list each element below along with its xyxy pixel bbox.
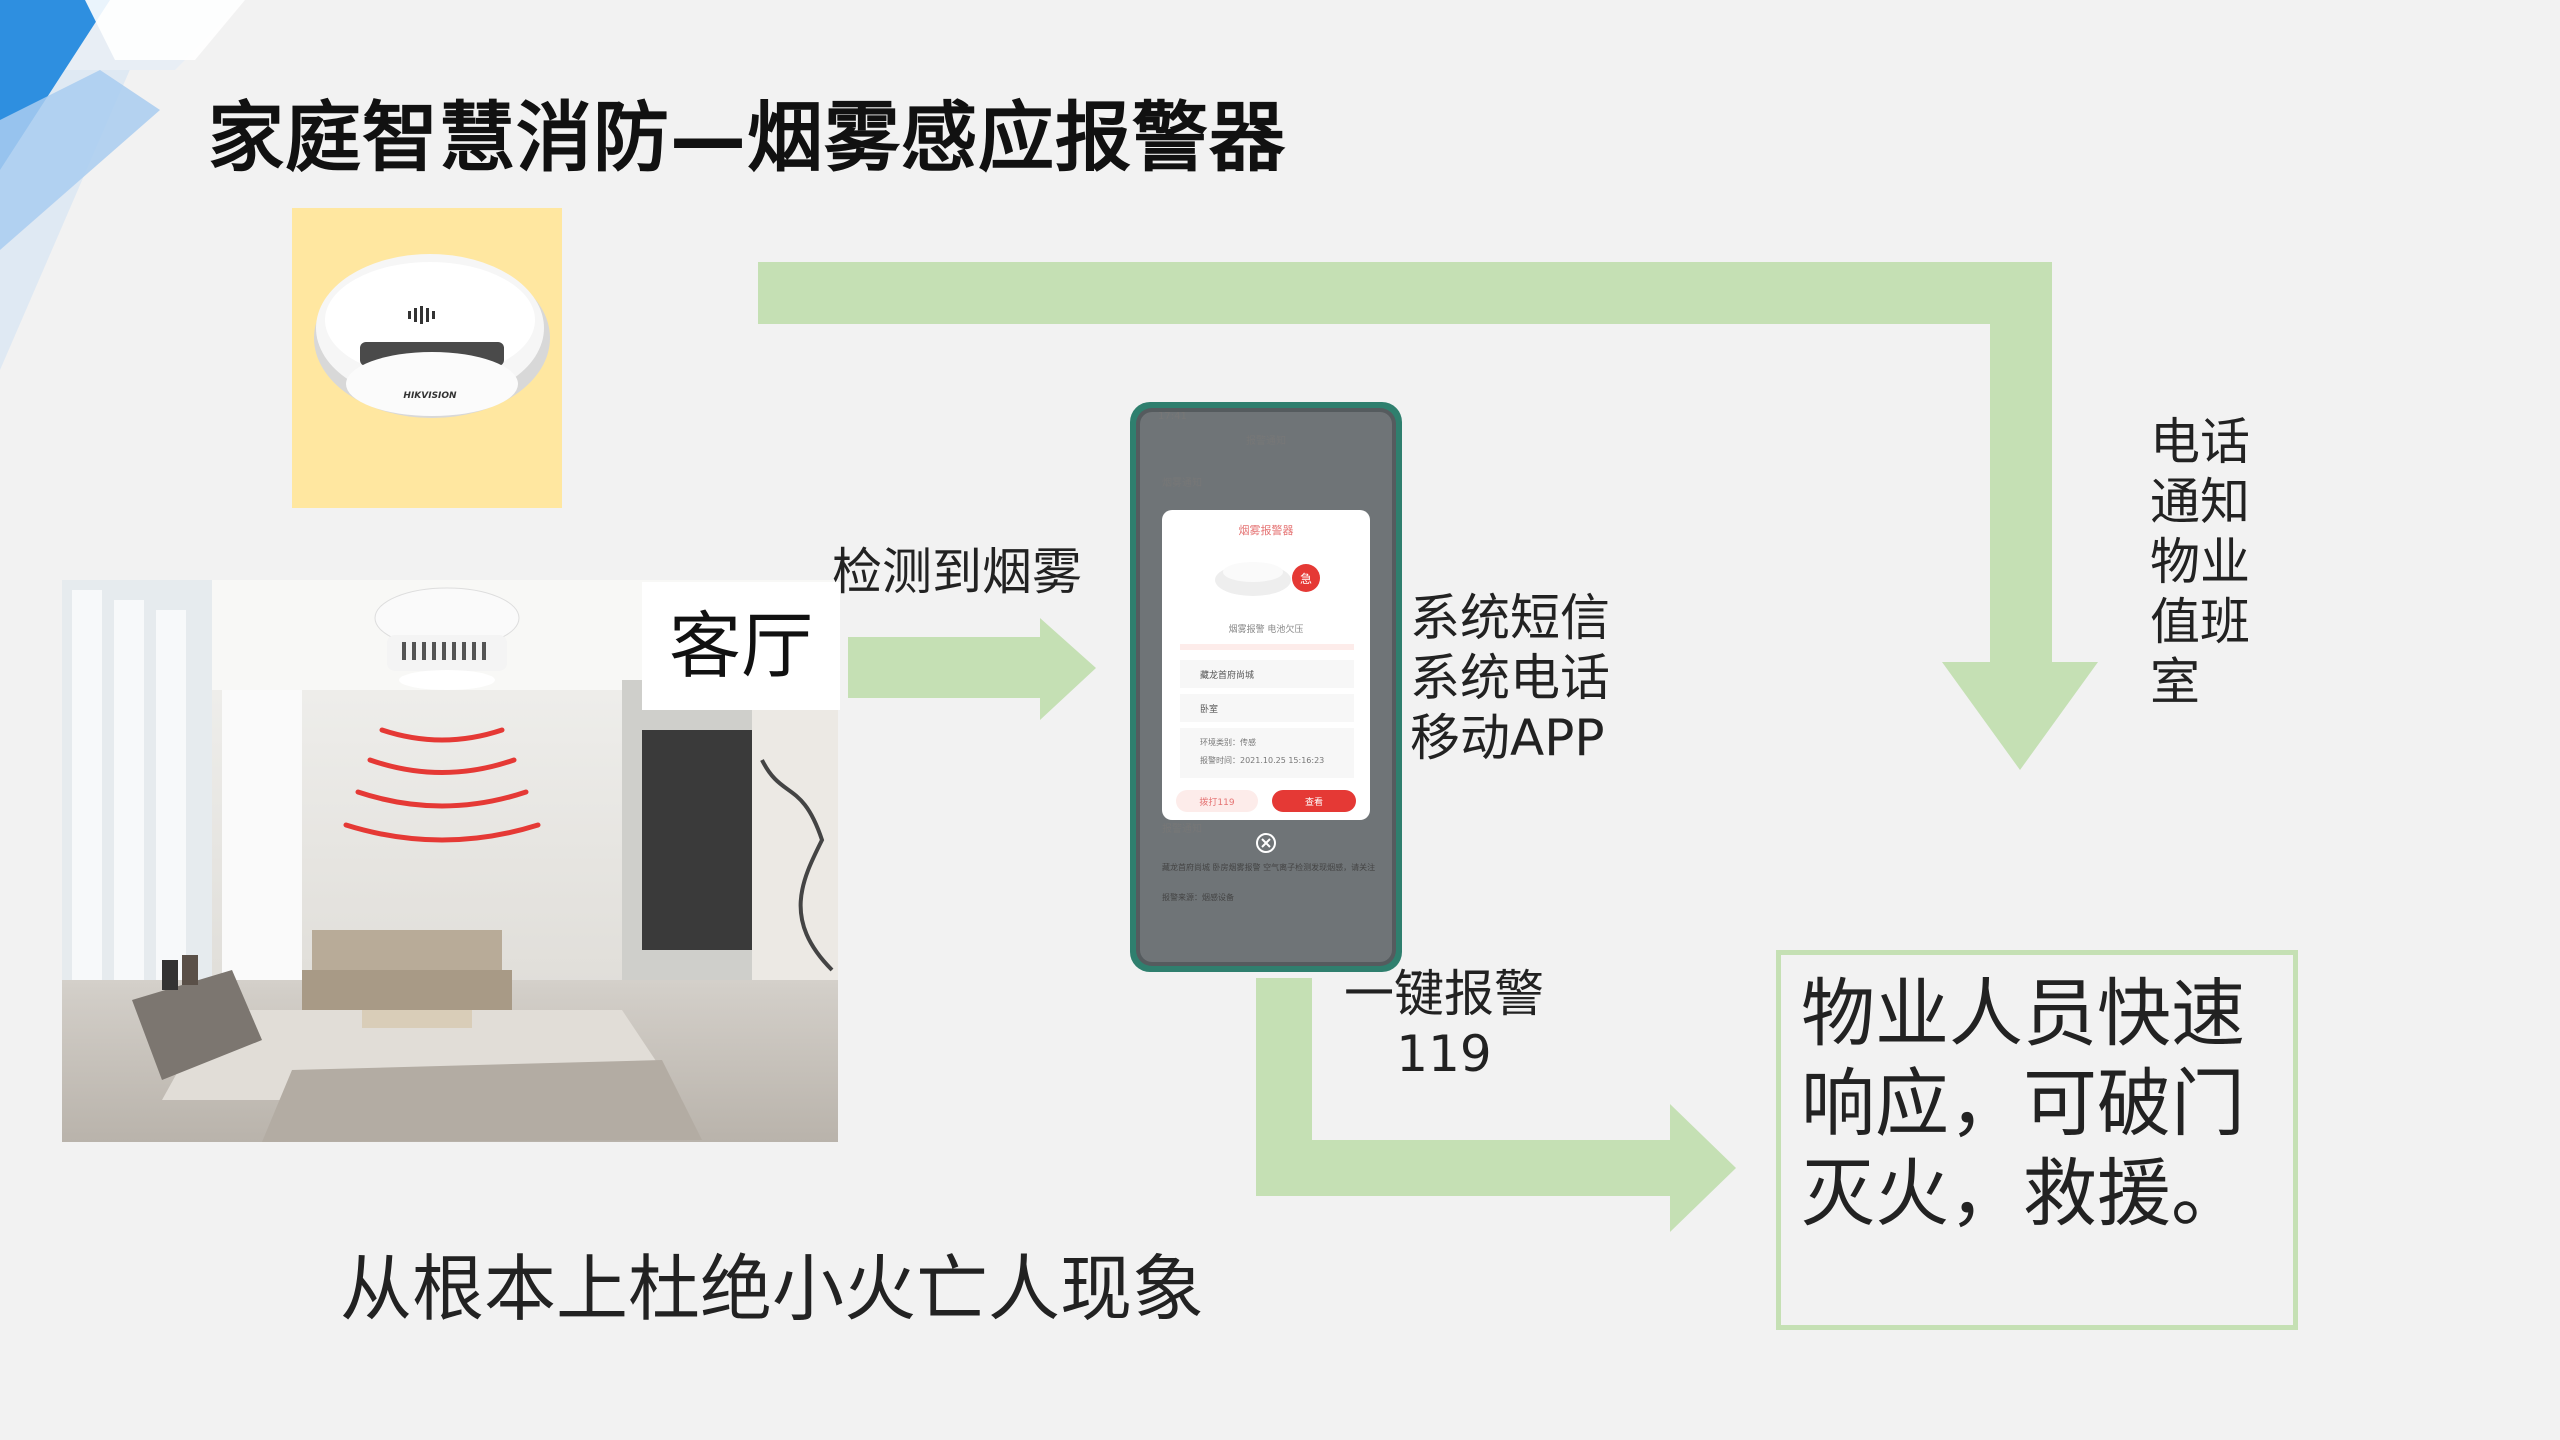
one-key-arrow xyxy=(1256,978,1736,1232)
phone-list-meta: 报警来源：烟感设备 xyxy=(1162,892,1234,902)
room-tag: 客厅 xyxy=(642,582,840,710)
detector-product-image: HIKVISION xyxy=(292,208,562,508)
phone-dialog-badge: 急 xyxy=(1300,571,1312,586)
phone-call-119-button[interactable] xyxy=(1176,790,1258,812)
one-key-label-line-1: 一键报警 xyxy=(1344,965,1544,1023)
channel-phone: 系统电话 xyxy=(1410,649,1610,707)
page-title: 家庭智慧消防—烟雾感应报警器 xyxy=(208,93,1286,182)
phone-header: 报警通知 xyxy=(1246,434,1286,447)
phone-notify-label: 电话通知物业值班室 xyxy=(2150,413,2250,711)
phone-call-119-label: 拨打119 xyxy=(1199,796,1234,808)
phone-row-2: 藏龙首府尚城 xyxy=(1200,669,1254,681)
corner-decoration xyxy=(0,0,245,370)
phone-row-4: 环境类别：传感 xyxy=(1200,737,1256,747)
phone-notify-arrow xyxy=(758,262,2098,770)
close-icon xyxy=(1256,833,1276,853)
one-key-label: 一键报警 119 xyxy=(1344,964,1544,1084)
detect-arrow xyxy=(848,618,1096,720)
alarm-wave-icon xyxy=(343,727,541,843)
phone-dialog-title: 烟雾报警器 xyxy=(1239,523,1294,537)
living-room-image xyxy=(62,580,838,1142)
detect-label: 检测到烟雾 xyxy=(832,543,1082,601)
phone-list-header-2: 报警通知 xyxy=(1162,822,1202,835)
phone-row-3: 卧室 xyxy=(1200,703,1218,715)
one-key-label-line-2: 119 xyxy=(1396,1025,1492,1083)
channel-app: 移动APP xyxy=(1410,709,1605,767)
phone-list-text: 藏龙首府尚城 卧房烟雾报警 空气离子检测发现烟感，请关注 xyxy=(1162,862,1375,872)
phone-view-label: 查看 xyxy=(1305,796,1323,808)
response-box: 物业人员快速响应，可破门灭火，救援。 xyxy=(1776,950,2298,1330)
bottom-caption: 从根本上杜绝小火亡人现象 xyxy=(340,1247,1205,1331)
brand-logo: HIKVISION xyxy=(403,391,457,401)
phone-mockup: 17:41 报警通知 烟雾通知 烟雾报警器 急 烟雾报警 电池欠压 藏龙首府尚城… xyxy=(1130,402,1402,972)
phone-list-header-1: 烟雾通知 xyxy=(1162,476,1202,489)
phone-row-5: 报警时间：2021.10.25 15:16:23 xyxy=(1200,755,1324,765)
notify-channels: 系统短信 系统电话 移动APP xyxy=(1410,588,1610,768)
phone-row-1: 烟雾报警 电池欠压 xyxy=(1229,623,1304,635)
channel-sms: 系统短信 xyxy=(1410,589,1610,647)
phone-status-time: 17:41 xyxy=(1158,411,1187,422)
phone-view-button[interactable] xyxy=(1272,790,1356,812)
